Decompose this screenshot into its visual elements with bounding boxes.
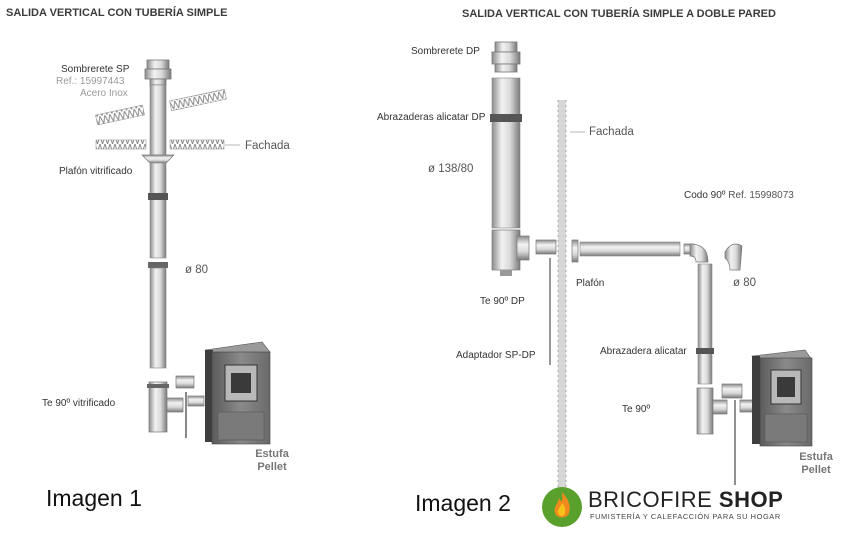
d1-label-estufa-line2: Pellet [257,461,287,473]
d2-plafon [571,239,579,263]
d1-label-material: Acero Inox [80,88,128,99]
d1-label-plafon: Plafón vitrificado [59,166,133,177]
d2-horizontal-pipe [579,241,681,257]
d2-caption: Imagen 2 [415,490,511,516]
d2-abrazadera-dp [490,114,522,122]
d2-te-90-dp [491,229,530,276]
d2-label-codo-name: Codo 90º [684,190,726,201]
d1-label-ref: Ref.: 15997443 [56,76,125,87]
d1-coupling [148,262,168,268]
d2-te-90 [696,383,755,485]
d1-label-estufa: Estufa Pellet [250,448,294,474]
d2-label-te-dp: Te 90º DP [480,296,525,307]
diagram1-title: SALIDA VERTICAL CON TUBERÍA SIMPLE [6,7,228,19]
d1-pellet-stove [204,341,271,445]
d2-sombrerete-cap [491,41,521,73]
d2-pellet-stove [751,349,813,447]
d1-pipe-low [149,267,167,369]
d2-label-te: Te 90º [622,404,651,415]
d2-label-estufa: Estufa Pellet [794,451,838,477]
d2-label-estufa-line2: Pellet [801,464,831,476]
d2-label-estufa-line1: Estufa [799,451,833,463]
d1-label-sombrerete: Sombrerete SP [61,64,130,75]
d1-plafon [141,154,175,164]
d2-label-abrazaderas: Abrazaderas alicatar DP [377,112,486,123]
d1-pipe-top [149,84,167,156]
d1-sombrerete-cap [144,59,172,86]
d2-dp-pipe [491,77,521,229]
diagram2-title: SALIDA VERTICAL CON TUBERÍA SIMPLE A DOB… [462,8,776,20]
d2-label-sombrerete: Sombrerete DP [411,46,480,57]
d1-label-te: Te 90º vitrificado [42,398,116,409]
d2-label-fachada: Fachada [589,126,634,138]
d2-adaptador-sp-dp [535,239,557,365]
d2-fachada-wall [557,100,567,510]
d2-label-codo-ref: Ref. 15998073 [728,190,794,201]
d2-abrazadera-alicatar [696,348,714,354]
d1-label-diametro: ø 80 [185,264,209,276]
d1-caption: Imagen 1 [46,485,142,511]
d2-label-diametro: ø 80 [733,277,757,289]
d2-label-plafon: Plafón [576,278,605,289]
d2-codo-90 [689,243,743,271]
d2-label-adaptador: Adaptador SP-DP [456,350,536,361]
d2-label-diametro-dp: ø 138/80 [428,163,474,175]
brand-name-bold: SHOP [718,487,784,512]
d1-pipe-mid [149,162,167,259]
d1-roof-insulation [95,88,227,150]
d1-label-fachada: Fachada [245,140,290,152]
d2-label-codo: Codo 90º Ref. 15998073 [684,190,794,201]
d1-clamp [148,193,168,200]
brand-tagline: FUMISTERÍA Y CALEFACCIÓN PARA SU HOGAR [590,512,781,521]
d1-label-estufa-line1: Estufa [255,448,289,460]
brand-name: BRICOFIRE SHOP [588,487,783,513]
d2-label-abrazadera: Abrazadera alicatar [600,346,687,357]
d2-vertical-pipe [697,263,713,385]
d1-te-90 [147,375,205,438]
brand-name-regular: BRICOFIRE [588,487,713,512]
bricofire-flame-logo [542,487,582,527]
